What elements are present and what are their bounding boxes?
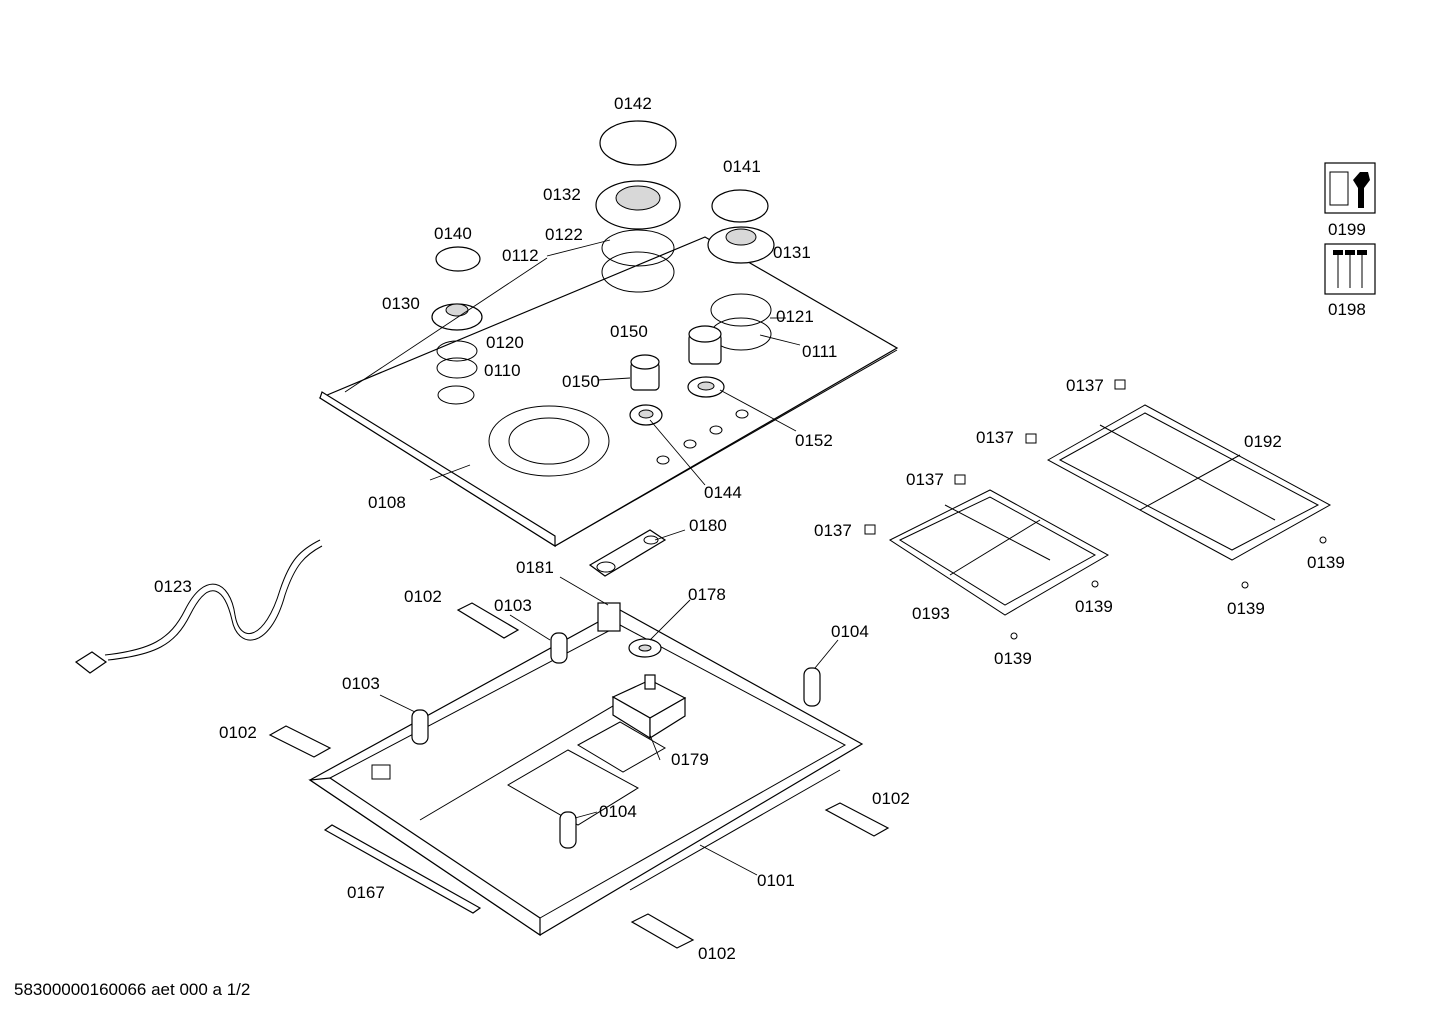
- wrench-icon: [1324, 162, 1376, 214]
- document-code: 58300000160066 aet 000 a 1/2: [14, 980, 251, 999]
- screws-icon: [1324, 243, 1376, 295]
- label-0193: 0193: [912, 604, 950, 623]
- label-0108: 0108: [368, 493, 406, 512]
- power-cable: [74, 539, 323, 674]
- label-0102-c: 0102: [872, 789, 910, 808]
- label-0139-c: 0139: [1307, 553, 1345, 572]
- ignition-module: [588, 529, 687, 740]
- label-0102-b: 0102: [219, 723, 257, 742]
- label-0142: 0142: [614, 94, 652, 113]
- label-0122: 0122: [545, 225, 583, 244]
- label-0103-b: 0103: [342, 674, 380, 693]
- label-0137-c: 0137: [906, 470, 944, 489]
- label-0131: 0131: [773, 243, 811, 262]
- label-0199: 0199: [1328, 220, 1366, 239]
- label-0140: 0140: [434, 224, 472, 243]
- label-0167: 0167: [347, 883, 385, 902]
- label-0103-a: 0103: [494, 596, 532, 615]
- label-0192: 0192: [1244, 432, 1282, 451]
- label-0150-upper: 0150: [610, 322, 648, 341]
- label-0139-d: 0139: [994, 649, 1032, 668]
- label-0139-b: 0139: [1227, 599, 1265, 618]
- label-0120: 0120: [486, 333, 524, 352]
- mounting-clips: [268, 602, 890, 949]
- label-0121: 0121: [776, 307, 814, 326]
- label-0111: 0111: [802, 342, 837, 361]
- pan-supports: [864, 379, 1332, 640]
- label-0178: 0178: [688, 585, 726, 604]
- label-0139-a: 0139: [1075, 597, 1113, 616]
- label-0137-d: 0137: [814, 521, 852, 540]
- label-0152: 0152: [795, 431, 833, 450]
- burner-parts: [431, 120, 775, 426]
- label-0104-a: 0104: [831, 622, 869, 641]
- label-0141: 0141: [723, 157, 761, 176]
- label-0150-lower: 0150: [562, 372, 600, 391]
- label-0102-d: 0102: [698, 944, 736, 963]
- label-0102-a: 0102: [404, 587, 442, 606]
- label-0137-a: 0137: [1066, 376, 1104, 395]
- label-0180: 0180: [689, 516, 727, 535]
- label-0130: 0130: [382, 294, 420, 313]
- leader-lines: [344, 239, 839, 876]
- label-0179: 0179: [671, 750, 709, 769]
- label-0101: 0101: [757, 871, 795, 890]
- label-0137-b: 0137: [976, 428, 1014, 447]
- label-0132: 0132: [543, 185, 581, 204]
- label-0104-b: 0104: [599, 802, 637, 821]
- label-0110: 0110: [484, 361, 521, 380]
- label-0144: 0144: [704, 483, 742, 502]
- label-0181: 0181: [516, 558, 554, 577]
- label-0112: 0112: [502, 246, 539, 265]
- cooktop-plate: [318, 236, 899, 548]
- label-0123: 0123: [154, 577, 192, 596]
- label-0198: 0198: [1328, 300, 1366, 319]
- base-tray: [308, 609, 864, 937]
